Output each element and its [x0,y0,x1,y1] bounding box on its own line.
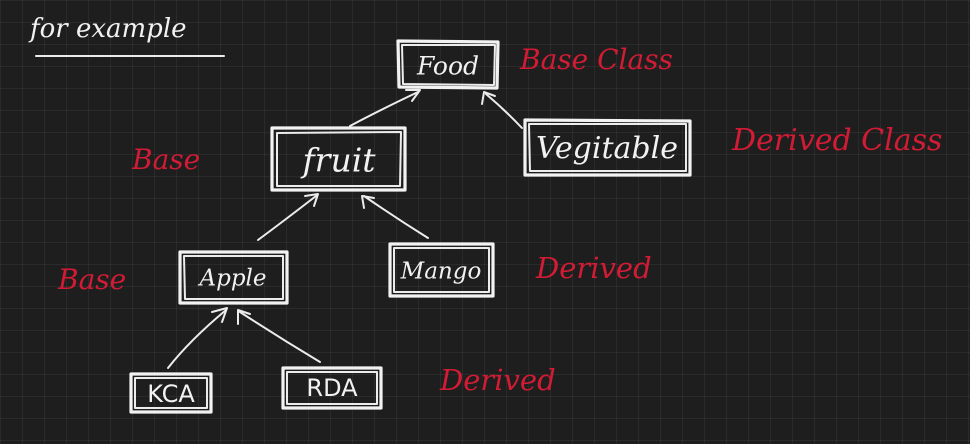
annotation-food: Base Class [520,43,673,76]
box-vegitable [523,118,692,177]
arrow-apple-to-fruit [257,193,319,241]
annotation-apple: Base [58,263,127,296]
box-fruit [270,126,407,192]
arrow-rda-to-apple [237,309,321,363]
arrow-vegitable-to-food [481,91,523,129]
box-apple [178,250,289,305]
node-mango-label: Mango [400,258,482,285]
annotation-vegitable: Derived Class [732,123,943,158]
node-fruit-label: fruit [302,140,376,180]
box-mango [388,242,495,298]
node-vegitable-label: Vegitable [536,131,678,166]
annotation-fruit: Base [132,143,201,176]
node-food-label: Food [416,51,480,81]
arrow-fruit-to-food [349,89,421,127]
node-kca-label: KCA [147,380,195,408]
annotation-rda: Derived [440,363,556,397]
arrow-mango-to-fruit [361,195,429,239]
arrow-kca-to-apple [167,307,228,369]
heading-text: for example [30,14,187,44]
box-rda [281,366,383,410]
box-food [396,39,500,90]
node-rda-label: RDA [306,374,358,402]
box-kca [129,372,213,414]
annotation-mango: Derived [536,251,652,285]
node-apple-label: Apple [199,265,267,292]
